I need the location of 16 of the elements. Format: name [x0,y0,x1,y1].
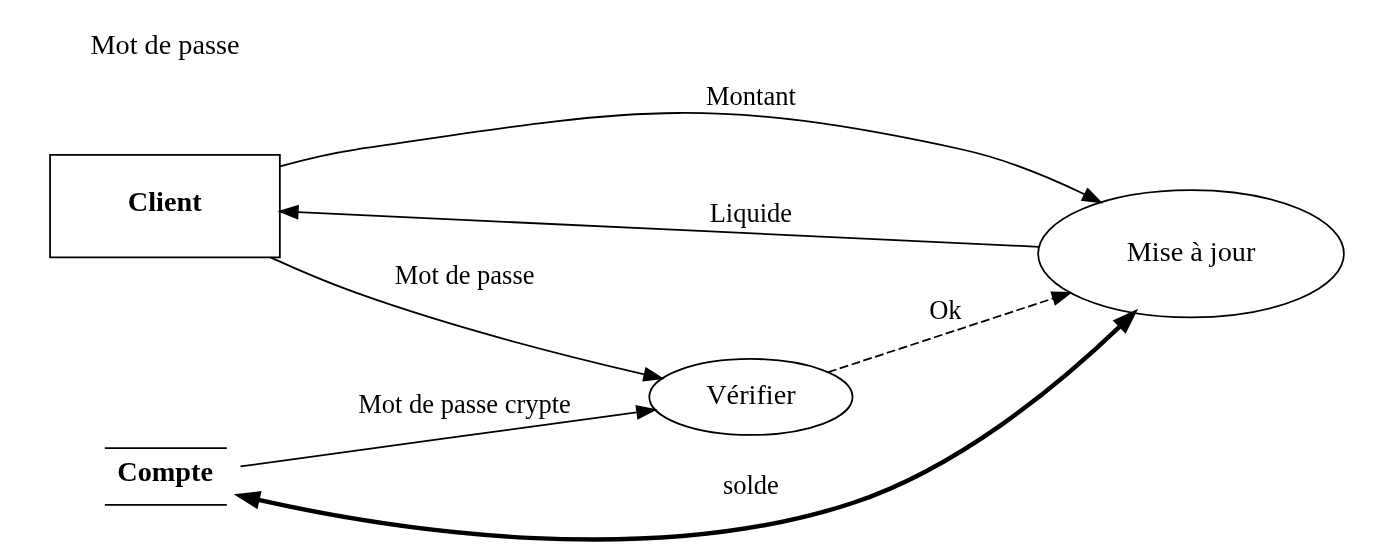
arrow [269,256,665,382]
label: Mot de passe [89,28,240,60]
node-box: Client [48,153,281,259]
arrow [826,291,1073,374]
edge-label: Montant [705,81,796,112]
edge-label: Liquide [709,197,792,228]
arrow [239,405,657,468]
arrow [278,112,1103,204]
node-text: Compte [116,456,213,488]
edge-label: Mot de passe crypte [357,388,571,419]
edge-label: Ok [928,295,962,326]
arrow [233,308,1138,542]
arrow [276,204,1040,248]
edge-label: solde [722,470,779,501]
edge-label: Mot de passe [394,259,534,290]
node-ellipse: Vérifier [647,358,853,436]
